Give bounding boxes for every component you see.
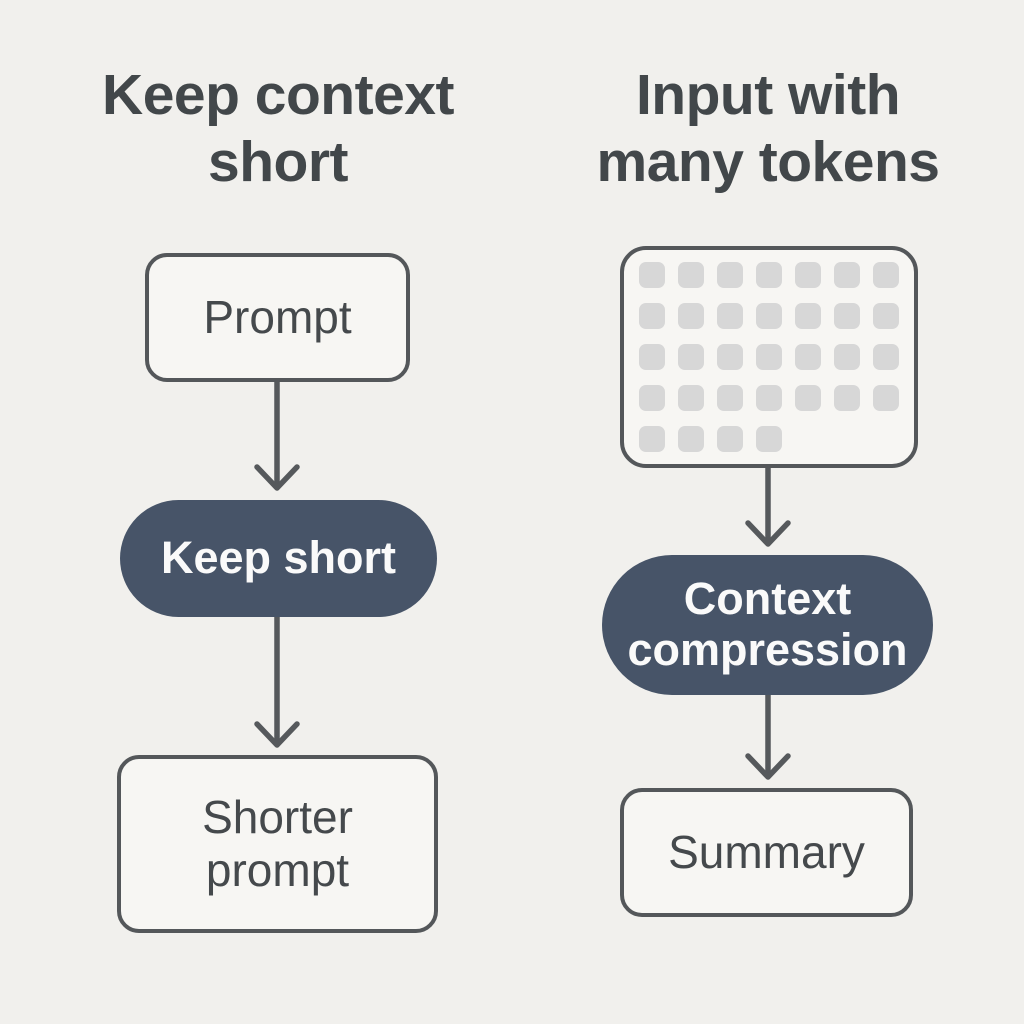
left-column-title: Keep context short	[28, 62, 528, 195]
token-square	[678, 426, 704, 452]
summary-node: Summary	[620, 788, 913, 917]
prompt-node: Prompt	[145, 253, 410, 382]
shorter-prompt-line2: prompt	[205, 844, 350, 896]
token-square	[834, 303, 860, 329]
token-grid	[639, 262, 899, 452]
token-square	[873, 303, 899, 329]
summary-label: Summary	[668, 826, 865, 879]
keep-short-label: Keep short	[160, 532, 397, 584]
token-square	[639, 385, 665, 411]
token-square	[834, 262, 860, 288]
token-square	[717, 262, 743, 288]
token-square	[639, 262, 665, 288]
token-square	[873, 262, 899, 288]
arrow-down-icon	[745, 695, 791, 780]
token-square	[639, 303, 665, 329]
shorter-prompt-node: Shorter prompt	[117, 755, 438, 933]
arrow-down-icon	[745, 468, 791, 547]
shorter-prompt-line1: Shorter	[202, 791, 353, 844]
right-column-title: Input with many tokens	[518, 62, 1018, 195]
arrow-down-icon	[254, 382, 300, 491]
token-square	[795, 344, 821, 370]
token-square	[756, 262, 782, 288]
token-square	[834, 385, 860, 411]
token-square	[639, 426, 665, 452]
token-square	[717, 303, 743, 329]
token-square	[795, 303, 821, 329]
token-square	[756, 303, 782, 329]
keep-short-node: Keep short	[120, 500, 437, 617]
token-square	[639, 344, 665, 370]
token-square	[795, 262, 821, 288]
prompt-label: Prompt	[203, 291, 352, 344]
token-square	[834, 344, 860, 370]
token-square	[678, 262, 704, 288]
right-title-line2: many tokens	[596, 129, 940, 194]
context-compression-node: Context compression	[602, 555, 933, 695]
token-square	[717, 426, 743, 452]
token-square	[717, 385, 743, 411]
right-title-line1: Input with	[635, 63, 901, 127]
token-square	[717, 344, 743, 370]
left-title-line2: short	[208, 129, 349, 194]
token-square	[795, 385, 821, 411]
token-square	[873, 344, 899, 370]
compression-line1: Context	[683, 573, 852, 625]
arrow-down-icon	[254, 617, 300, 748]
token-square	[756, 385, 782, 411]
token-square	[756, 426, 782, 452]
token-grid-node	[620, 246, 918, 468]
token-square	[678, 344, 704, 370]
token-square	[678, 385, 704, 411]
left-title-line1: Keep context	[102, 63, 454, 127]
token-square	[756, 344, 782, 370]
compression-line2: compression	[627, 624, 908, 675]
token-square	[873, 385, 899, 411]
token-square	[678, 303, 704, 329]
